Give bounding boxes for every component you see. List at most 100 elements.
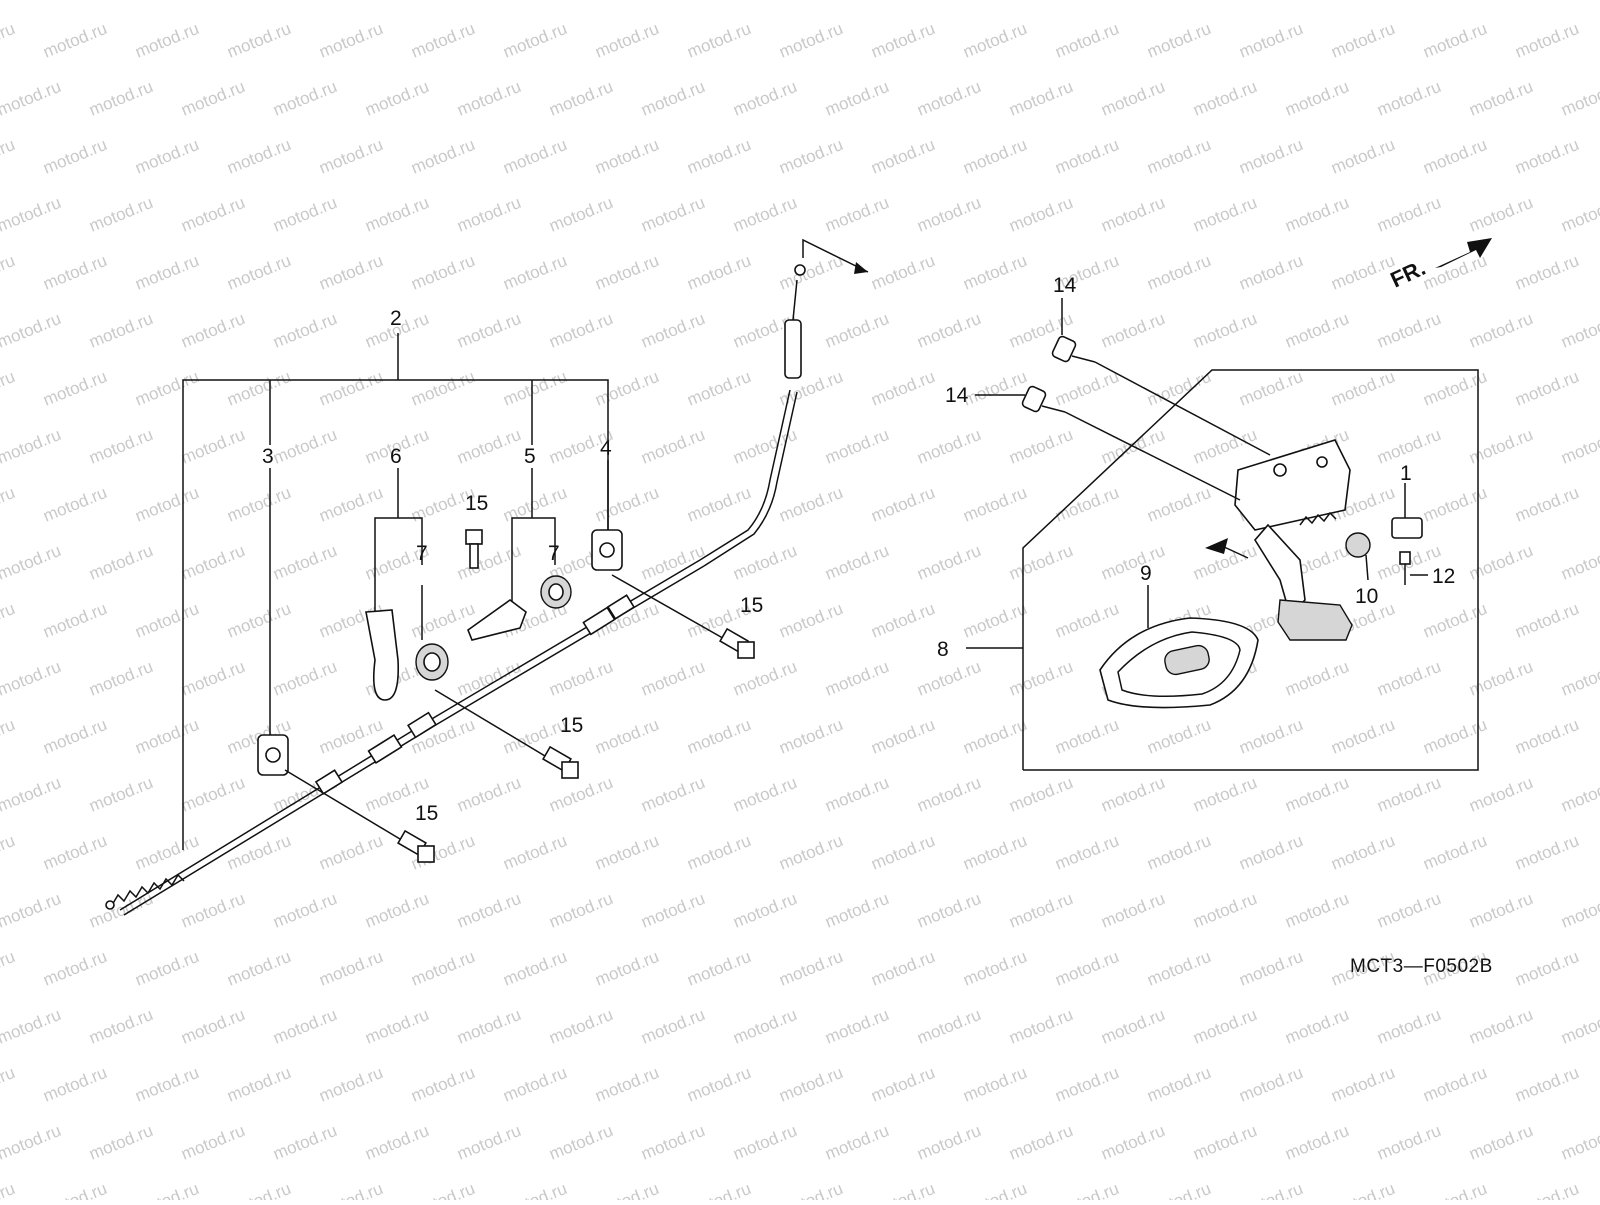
callout-9: 9 <box>1140 562 1152 585</box>
bolt-14-b <box>1021 385 1241 501</box>
watermark-text: motod.ru <box>1236 251 1305 294</box>
watermark-text: motod.ru <box>224 599 293 642</box>
drawing-code: MCT3—F0502B <box>1350 956 1493 977</box>
watermark-text: motod.ru <box>1374 1121 1443 1164</box>
watermark-text: motod.ru <box>684 1179 753 1200</box>
watermark-text: motod.ru <box>40 947 109 990</box>
watermark-text: motod.ru <box>868 483 937 526</box>
watermark-text: motod.ru <box>1144 135 1213 178</box>
watermark-text: motod.ru <box>86 773 155 816</box>
watermark-text: motod.ru <box>1190 1005 1259 1048</box>
watermark-text: motod.ru <box>868 251 937 294</box>
watermark-text: motod.ru <box>0 77 64 120</box>
watermark-text: motod.ru <box>868 1179 937 1200</box>
watermark-text: motod.ru <box>1006 425 1075 468</box>
watermark-text: motod.ru <box>40 715 109 758</box>
watermark-text: motod.ru <box>316 135 385 178</box>
watermark-text: motod.ru <box>270 1121 339 1164</box>
watermark-text: motod.ru <box>224 947 293 990</box>
watermark-text: motod.ru <box>0 947 18 990</box>
watermark-text: motod.ru <box>1098 77 1167 120</box>
watermark-text: motod.ru <box>1190 193 1259 236</box>
watermark-text: motod.ru <box>822 0 891 4</box>
watermark-text: motod.ru <box>1282 77 1351 120</box>
watermark-text: motod.ru <box>500 947 569 990</box>
watermark-text: motod.ru <box>0 193 64 236</box>
watermark-text: motod.ru <box>1144 483 1213 526</box>
watermark-text: motod.ru <box>822 541 891 584</box>
watermark-text: motod.ru <box>1282 889 1351 932</box>
watermark-text: motod.ru <box>730 193 799 236</box>
watermark-text: motod.ru <box>730 889 799 932</box>
callout-15-c: 15 <box>560 714 583 737</box>
watermark-text: motod.ru <box>914 1121 983 1164</box>
watermark-text: motod.ru <box>224 831 293 874</box>
bolt-14-a <box>1051 335 1271 456</box>
watermark-text: motod.ru <box>592 1179 661 1200</box>
watermark-text: motod.ru <box>86 77 155 120</box>
watermark-text: motod.ru <box>178 1121 247 1164</box>
cable-holder-5 <box>467 599 527 641</box>
watermark-text: motod.ru <box>730 77 799 120</box>
watermark-text: motod.ru <box>86 541 155 584</box>
watermark-text: motod.ru <box>132 831 201 874</box>
watermark-text: motod.ru <box>960 135 1029 178</box>
watermark-text: motod.ru <box>408 947 477 990</box>
watermark-text: motod.ru <box>914 193 983 236</box>
watermark-text: motod.ru <box>316 947 385 990</box>
watermark-text: motod.ru <box>1144 19 1213 62</box>
watermark-text: motod.ru <box>178 541 247 584</box>
watermark-text: motod.ru <box>0 1179 18 1200</box>
watermark-text: motod.ru <box>776 135 845 178</box>
watermark-text: motod.ru <box>592 947 661 990</box>
watermark-text: motod.ru <box>500 831 569 874</box>
watermark-text: motod.ru <box>1420 1179 1489 1200</box>
watermark-text: motod.ru <box>270 425 339 468</box>
watermark-text: motod.ru <box>822 657 891 700</box>
watermark-text: motod.ru <box>1098 1121 1167 1164</box>
watermark-text: motod.ru <box>914 309 983 352</box>
watermark-text: motod.ru <box>684 135 753 178</box>
watermark-text: motod.ru <box>132 483 201 526</box>
cable-routing-arrow-icon <box>802 238 869 274</box>
watermark-text: motod.ru <box>40 251 109 294</box>
watermark-text: motod.ru <box>776 251 845 294</box>
watermark-text: motod.ru <box>1282 309 1351 352</box>
watermark-text: motod.ru <box>730 1121 799 1164</box>
watermark-text: motod.ru <box>1236 367 1305 410</box>
watermark-text: motod.ru <box>1512 135 1581 178</box>
watermark-text: motod.ru <box>914 1005 983 1048</box>
watermark-text: motod.ru <box>362 1005 431 1048</box>
watermark-text: motod.ru <box>40 367 109 410</box>
watermark-text: motod.ru <box>132 715 201 758</box>
watermark-text: motod.ru <box>500 251 569 294</box>
watermark-text: motod.ru <box>684 251 753 294</box>
watermark-text: motod.ru <box>0 1063 18 1106</box>
watermark-text: motod.ru <box>454 1005 523 1048</box>
watermark-text: motod.ru <box>684 19 753 62</box>
watermark-text: motod.ru <box>1512 367 1581 410</box>
watermark-text: motod.ru <box>0 0 64 4</box>
watermark-text: motod.ru <box>592 19 661 62</box>
watermark-text: motod.ru <box>454 889 523 932</box>
watermark-text: motod.ru <box>1052 367 1121 410</box>
leader-lines <box>975 298 1428 628</box>
watermark-text: motod.ru <box>132 251 201 294</box>
watermark-text: motod.ru <box>316 1179 385 1200</box>
watermark-text: motod.ru <box>684 715 753 758</box>
watermark-text: motod.ru <box>1006 0 1075 4</box>
watermark-text: motod.ru <box>1328 715 1397 758</box>
watermark-text: motod.ru <box>270 541 339 584</box>
watermark-text: motod.ru <box>500 135 569 178</box>
watermark-text: motod.ru <box>776 1063 845 1106</box>
watermark-text: motod.ru <box>1374 309 1443 352</box>
watermark-text: motod.ru <box>0 483 18 526</box>
watermark-text: motod.ru <box>1006 773 1075 816</box>
watermark-text: motod.ru <box>1006 1121 1075 1164</box>
watermark-text: motod.ru <box>592 135 661 178</box>
callout-15-a: 15 <box>465 492 488 515</box>
watermark-text: motod.ru <box>454 1121 523 1164</box>
watermark-text: motod.ru <box>1558 889 1600 932</box>
watermark-text: motod.ru <box>1282 1121 1351 1164</box>
